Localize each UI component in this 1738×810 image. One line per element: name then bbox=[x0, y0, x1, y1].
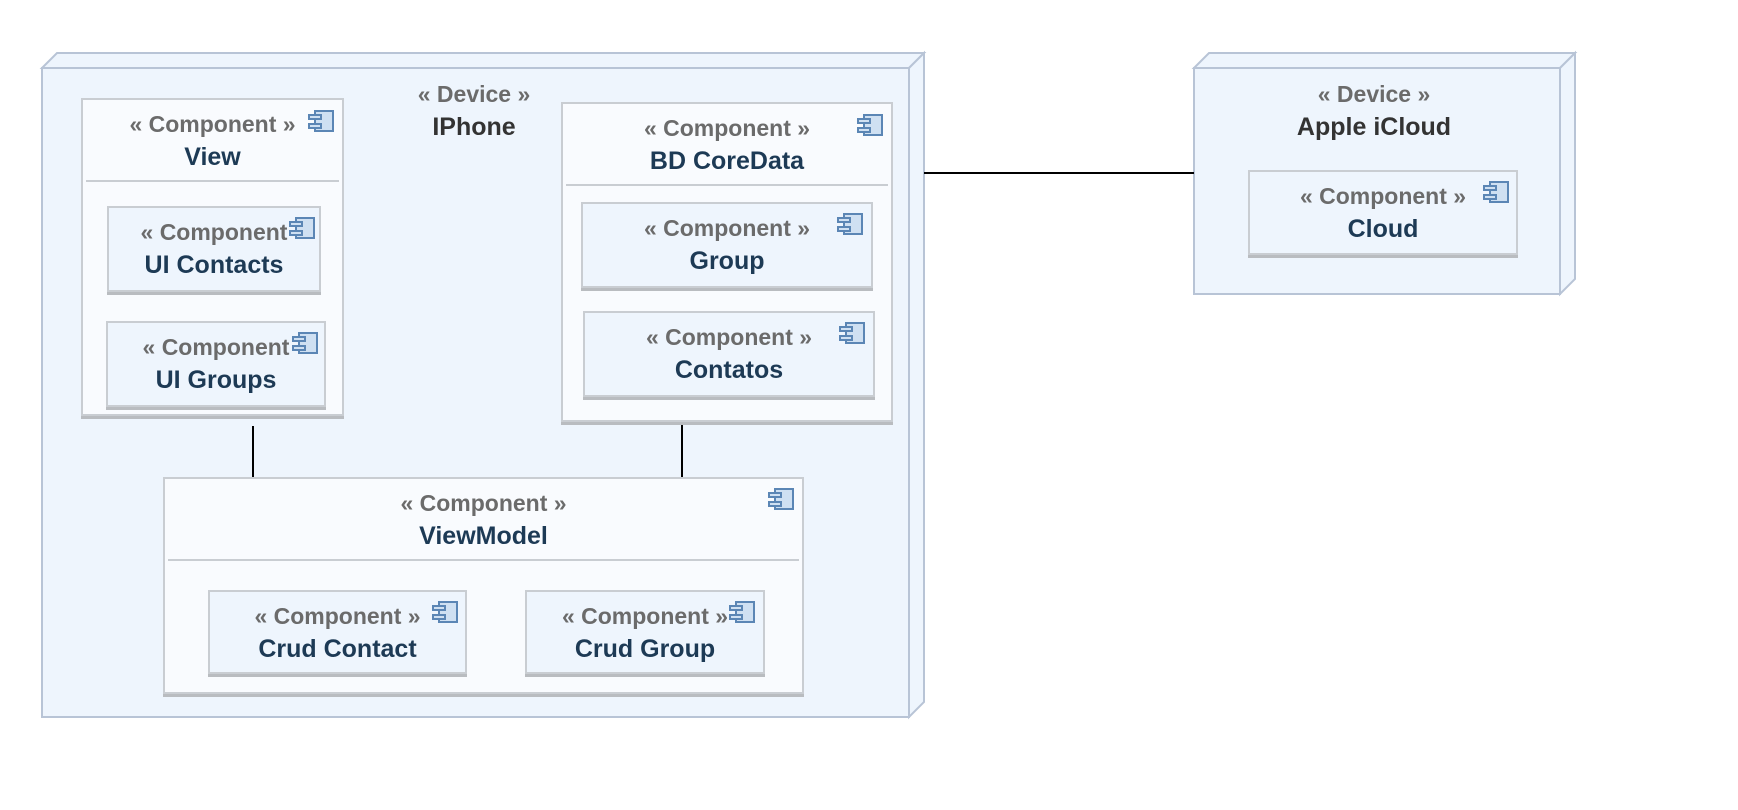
component-icon bbox=[857, 113, 887, 139]
component-ui-groups[interactable]: « Component UI Groups bbox=[106, 321, 326, 407]
component-cloud-name: Cloud bbox=[1347, 215, 1419, 243]
component-group-stereotype: « Component » bbox=[643, 215, 811, 241]
component-ui-contacts-stereotype: « Component bbox=[140, 219, 288, 245]
component-view-stereotype: « Component » bbox=[129, 111, 296, 137]
component-cloud-stereotype: « Component » bbox=[1299, 183, 1467, 209]
device-iphone: « Device » IPhone bbox=[324, 80, 624, 150]
component-ui-contacts-name: UI Contacts bbox=[144, 251, 284, 279]
component-group-name: Group bbox=[689, 247, 765, 275]
component-crud-contact-name: Crud Contact bbox=[258, 635, 417, 663]
component-icon bbox=[837, 212, 867, 238]
device-iphone-stereotype: « Device » bbox=[417, 81, 531, 107]
component-view[interactable]: « Component » View « Component UI Contac… bbox=[81, 98, 344, 416]
component-crud-contact[interactable]: « Component » Crud Contact bbox=[208, 590, 467, 674]
component-crud-group-stereotype: « Component » bbox=[561, 603, 729, 629]
component-cloud[interactable]: « Component » Cloud bbox=[1248, 170, 1518, 255]
component-ui-groups-stereotype: « Component bbox=[142, 334, 290, 360]
component-group[interactable]: « Component » Group bbox=[581, 202, 873, 288]
component-icon bbox=[768, 487, 798, 513]
component-bd-coredata-stereotype: « Component » bbox=[643, 115, 811, 141]
device-icloud-name: Apple iCloud bbox=[1296, 113, 1452, 141]
device-icloud-stereotype: « Device » bbox=[1317, 81, 1431, 107]
component-contatos[interactable]: « Component » Contatos bbox=[583, 311, 875, 397]
component-icon bbox=[289, 216, 319, 242]
component-viewmodel-name: ViewModel bbox=[419, 522, 548, 550]
component-icon bbox=[308, 109, 338, 135]
component-contatos-name: Contatos bbox=[674, 356, 784, 384]
component-bd-coredata-name: BD CoreData bbox=[649, 147, 805, 175]
separator bbox=[86, 180, 339, 182]
component-crud-contact-stereotype: « Component » bbox=[254, 603, 421, 629]
component-ui-contacts[interactable]: « Component UI Contacts bbox=[107, 206, 321, 292]
component-view-name: View bbox=[184, 143, 241, 171]
device-iphone-name: IPhone bbox=[432, 113, 516, 141]
component-icon bbox=[1483, 180, 1513, 206]
component-crud-group[interactable]: « Component » Crud Group bbox=[525, 590, 765, 674]
component-icon bbox=[729, 600, 759, 626]
component-icon bbox=[292, 331, 322, 357]
component-ui-groups-name: UI Groups bbox=[155, 366, 277, 394]
component-crud-group-name: Crud Group bbox=[574, 635, 716, 663]
separator bbox=[566, 184, 888, 186]
component-contatos-stereotype: « Component » bbox=[645, 324, 813, 350]
device-icloud: « Device » Apple iCloud bbox=[1224, 80, 1524, 150]
component-viewmodel[interactable]: « Component » ViewModel « Component » Cr… bbox=[163, 477, 804, 694]
component-bd-coredata[interactable]: « Component » BD CoreData « Component » … bbox=[561, 102, 893, 422]
component-icon bbox=[839, 321, 869, 347]
component-viewmodel-stereotype: « Component » bbox=[400, 490, 567, 516]
component-icon bbox=[432, 600, 462, 626]
separator bbox=[168, 559, 799, 561]
